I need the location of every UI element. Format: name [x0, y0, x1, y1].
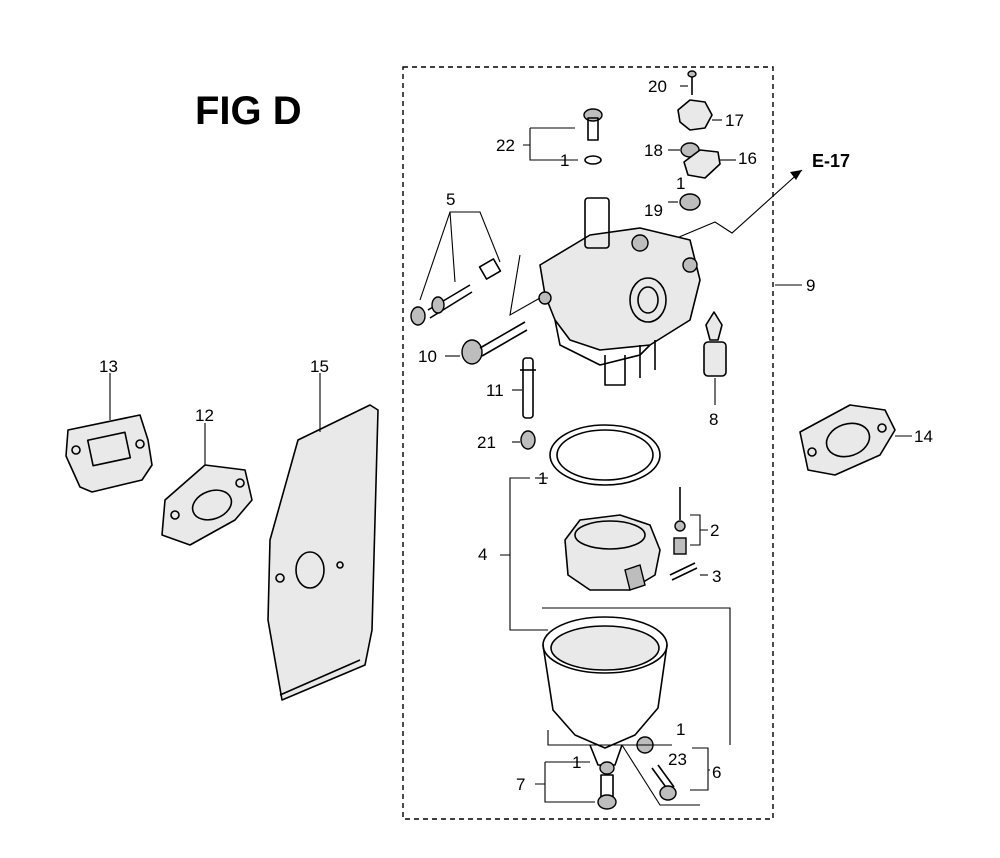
figure-title: FIG D [195, 89, 302, 133]
part-o-ring [549, 424, 661, 486]
callout-8: 8 [709, 410, 718, 429]
part-20-screw [687, 70, 697, 95]
callout-7: 7 [516, 775, 525, 794]
callout-19: 19 [644, 201, 663, 220]
part-19-valve [679, 193, 701, 211]
callout-14: 14 [914, 427, 933, 446]
part-2-needle-spring [673, 487, 687, 555]
part-3-float-pin [669, 562, 698, 581]
part-15-heat-shield [267, 404, 379, 701]
part-5-pilot-screw [410, 258, 502, 326]
callout-1-drain: 1 [676, 720, 685, 739]
assembly-boundary [402, 66, 774, 820]
part-carburetor-body [538, 197, 701, 386]
part-16-cap [683, 149, 721, 179]
callout-1-washer: 1 [560, 151, 569, 170]
callout-18: 18 [644, 141, 663, 160]
part-21-spring [520, 430, 536, 450]
callout-1-bolt-washer: 1 [572, 753, 581, 772]
callout-10: 10 [418, 347, 437, 366]
callout-23: 23 [668, 750, 687, 769]
callout-11: 11 [486, 381, 504, 400]
ref-label-e17: E-17 [812, 151, 850, 171]
part-10-idle-screw [461, 321, 528, 365]
callout-1-oring: 1 [538, 469, 547, 488]
callout-9: 9 [806, 276, 815, 295]
part-7-bolt [597, 761, 617, 810]
callout-3: 3 [712, 567, 721, 586]
callout-17: 17 [725, 111, 744, 130]
callout-21: 21 [477, 433, 496, 452]
callout-5: 5 [446, 190, 455, 209]
part-13-gasket [65, 414, 153, 493]
part-17-cover [677, 99, 713, 131]
callout-6: 6 [712, 763, 721, 782]
callout-15: 15 [310, 357, 329, 376]
part-8-float-needle [703, 311, 727, 377]
callout-16: 16 [738, 149, 757, 168]
callout-2: 2 [710, 521, 719, 540]
part-14-flange-gasket [799, 404, 896, 476]
part-22-bolt [583, 108, 603, 165]
callout-4: 4 [478, 545, 487, 564]
part-11-pin [520, 357, 536, 419]
callout-13: 13 [99, 357, 118, 376]
callout-22: 22 [496, 136, 515, 155]
reference-arrow [659, 169, 803, 246]
part-6-drain-screw [651, 764, 677, 801]
callout-1-valve: 1 [676, 174, 685, 193]
callout-12: 12 [195, 406, 214, 425]
part-float [564, 514, 661, 591]
part-float-bowl [542, 616, 668, 766]
part-12-insulator [161, 464, 253, 546]
callout-20: 20 [648, 77, 667, 96]
